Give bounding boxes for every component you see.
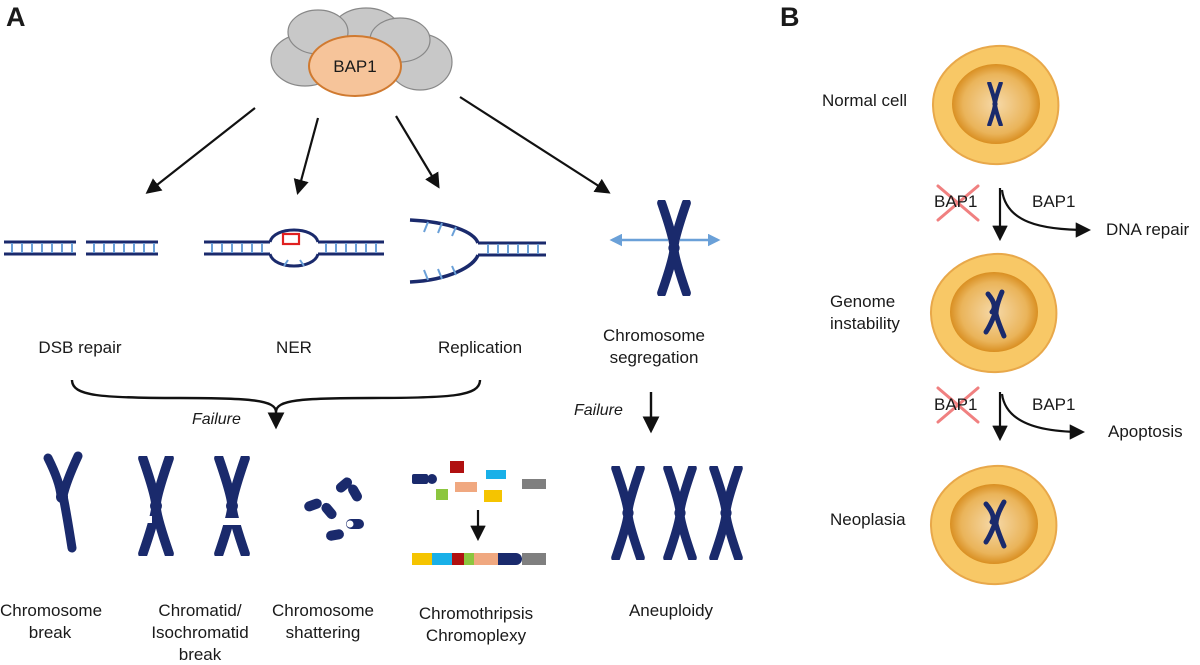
bap1-lost-label-2: BAP1 xyxy=(934,395,978,414)
genome-instability-label-1: Genome xyxy=(830,292,896,311)
chromatid-break-icon xyxy=(130,458,169,553)
bap1-arrows xyxy=(145,96,611,195)
chromosome-shattering-icon xyxy=(304,477,364,541)
panel-a-letter: A xyxy=(6,2,26,32)
panel-b-letter: B xyxy=(780,2,800,32)
aneuploidy-label: Aneuploidy xyxy=(628,601,714,620)
shattering-label-1: Chromosome xyxy=(271,601,375,620)
replication-fork-icon xyxy=(409,218,546,284)
apoptosis-label: Apoptosis xyxy=(1108,422,1183,441)
bap1-complex xyxy=(270,7,453,97)
chromothripsis-label-2: Chromoplexy xyxy=(425,626,527,645)
shattering-label-2: shattering xyxy=(285,623,361,642)
segregation-label-line1: Chromosome xyxy=(602,326,706,345)
normal-cell-label: Normal cell xyxy=(822,91,908,110)
ner-label: NER xyxy=(276,338,312,357)
chromosome-break-label-1: Chromosome xyxy=(0,601,103,620)
ner-icon xyxy=(204,228,384,268)
failure-brace xyxy=(70,379,482,413)
failure-label-right: Failure xyxy=(574,402,623,419)
chromatid-label-1: Chromatid/ xyxy=(158,601,242,620)
replication-label: Replication xyxy=(437,338,523,357)
chromothripsis-label-1: Chromothripsis xyxy=(418,604,534,623)
bap1-present-label-1: BAP1 xyxy=(1032,192,1076,211)
dsb-repair-icon xyxy=(4,240,158,256)
genome-instability-label-2: instability xyxy=(830,314,900,333)
panel-b-arrows xyxy=(992,188,1092,442)
genome-instability-cell-icon xyxy=(929,252,1058,374)
bap1-lost-label-1: BAP1 xyxy=(934,192,978,211)
bap1-loss-cross-icon-2 xyxy=(936,386,980,424)
neoplasia-cell-icon xyxy=(929,464,1058,586)
chromatid-label-2: Isochromatid xyxy=(151,623,249,642)
bap1-protein-label: BAP1 xyxy=(333,57,377,76)
dna-repair-label: DNA repair xyxy=(1106,220,1190,239)
chromosome-break-icon xyxy=(43,451,83,553)
chromothripsis-icon xyxy=(412,461,546,565)
segregation-label-line2: segregation xyxy=(609,348,699,367)
dsb-repair-label: DSB repair xyxy=(38,338,122,357)
segregation-chromosome-icon xyxy=(609,203,721,293)
chromosome-break-label-2: break xyxy=(28,623,72,642)
aneuploidy-icon xyxy=(616,468,739,558)
isochromatid-break-icon xyxy=(206,458,258,553)
failure-label-left: Failure xyxy=(192,411,241,428)
bap1-present-label-2: BAP1 xyxy=(1032,395,1076,414)
neoplasia-label: Neoplasia xyxy=(830,510,906,529)
bap1-loss-cross-icon xyxy=(936,184,980,222)
chromatid-label-3: break xyxy=(178,645,222,664)
normal-cell-icon xyxy=(931,44,1060,166)
